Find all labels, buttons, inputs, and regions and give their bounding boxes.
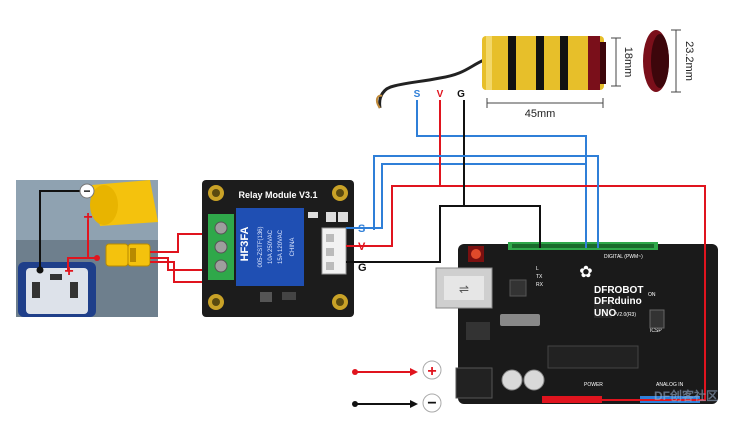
power-minus-label: −: [427, 395, 436, 412]
sensor-cap-label: 23.2mm: [683, 41, 695, 81]
outlet-minus-badge: −: [79, 183, 95, 199]
relay-pin-v: V: [358, 241, 366, 253]
power-socket: [18, 262, 96, 317]
svg-text:DF创客社区: DF创客社区: [654, 388, 718, 403]
sensor-diameter-label: 18mm: [622, 47, 634, 78]
relay-module: Relay Module V3.1 HF3FA 005-ZSTF(136) 10…: [202, 180, 354, 317]
relay-title: Relay Module V3.1: [238, 190, 317, 200]
arduino-version: V2.0(R3): [616, 312, 636, 318]
svg-text:15A 120VAC: 15A 120VAC: [278, 229, 284, 264]
power-plus-label: +: [427, 363, 436, 380]
svg-text:⇌: ⇌: [459, 282, 469, 296]
sensor-pin-s: S: [414, 89, 421, 100]
svg-text:CHINA: CHINA: [290, 238, 296, 257]
l-label: L: [536, 266, 539, 272]
sensor-cable: [375, 58, 485, 109]
svg-text:10A 250VAC: 10A 250VAC: [268, 229, 274, 264]
rx-label: RX: [536, 282, 544, 288]
relay-pin-s: S: [358, 223, 365, 235]
sensor-pin-v: V: [437, 89, 444, 100]
analog-label: ANALOG IN: [656, 382, 684, 388]
power-plus-lead: +: [352, 360, 442, 380]
arduino-brand: DFROBOT: [594, 285, 643, 296]
icsp-label: ICSP: [650, 328, 662, 334]
tx-label: TX: [536, 274, 543, 280]
photoelectric-sensor: [482, 36, 606, 90]
sensor-cap: [643, 30, 669, 92]
sensor-pin-g: G: [457, 89, 465, 100]
sensor-length-label: 45mm: [525, 108, 556, 120]
svg-text:✿: ✿: [579, 264, 592, 281]
power-label: POWER: [584, 382, 603, 388]
watermark: DF创客社区: [654, 388, 718, 403]
svg-text:−: −: [83, 184, 90, 198]
svg-text:HF3FA: HF3FA: [239, 227, 251, 262]
relay-pin-g: G: [358, 262, 367, 274]
arduino-model: UNO: [594, 308, 616, 319]
outlet-plus-lower: +: [64, 263, 73, 280]
svg-text:005-ZSTF(136): 005-ZSTF(136): [258, 226, 264, 267]
relay-chip: HF3FA 005-ZSTF(136) 10A 250VAC 15A 120VA…: [236, 208, 304, 286]
arduino-name: DFRduino: [594, 296, 642, 307]
digital-label: DIGITAL (PWM~): [604, 254, 643, 260]
outlet-photo: [16, 180, 158, 317]
on-label: ON: [648, 292, 656, 298]
arduino-board: ⇌ ✿ DFROBOT DFRduino UNO V2.0(R3) DIGITA…: [435, 242, 718, 404]
power-minus-lead: −: [352, 393, 442, 413]
outlet-plus-upper: +: [83, 209, 92, 226]
